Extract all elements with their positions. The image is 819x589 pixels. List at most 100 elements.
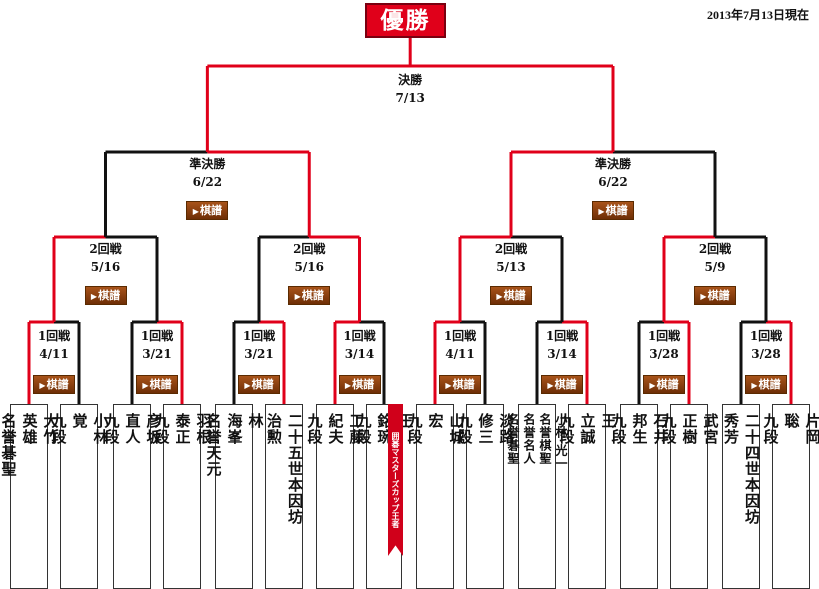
player-text: 工藤	[347, 413, 366, 445]
round1-match-4-kifu-button[interactable]: ▶棋譜	[338, 375, 381, 394]
player-box: 小林 光一名誉棋聖名誉名人名誉碁聖	[506, 404, 568, 589]
player-box: 二十四世本因坊秀芳	[722, 404, 761, 589]
play-icon: ▶	[344, 381, 352, 390]
semifinal-2-name: 準決勝	[594, 157, 631, 171]
player-text: 片岡	[803, 413, 819, 445]
player-text: 覚	[70, 413, 89, 429]
round1-match-1-date: 4/11	[39, 347, 69, 361]
player-text: 立誠	[578, 413, 597, 445]
player-text: 名誉名人	[522, 413, 536, 465]
round1-match-6-name: 1回戦	[545, 329, 579, 343]
round1-match-1-kifu-button[interactable]: ▶棋譜	[33, 375, 75, 394]
play-icon: ▶	[90, 292, 98, 301]
round1-match-5-kifu-button[interactable]: ▶棋譜	[439, 375, 481, 394]
round2-match-3-kifu-button[interactable]: ▶棋譜	[490, 286, 532, 305]
play-icon: ▶	[700, 292, 707, 301]
player-box: 二十五世本因坊治勲	[265, 404, 304, 589]
play-icon: ▶	[142, 381, 149, 390]
player-text: 名誉碁聖	[506, 413, 520, 465]
player-text: 治勲	[265, 413, 283, 445]
round2-match-2-kifu-button[interactable]: ▶棋譜	[288, 286, 331, 305]
round1-match-2-kifu-button[interactable]: ▶棋譜	[136, 375, 178, 394]
player-text: 九段	[659, 413, 678, 445]
player-text: 名誉天元	[204, 413, 223, 477]
player-text: 九段	[354, 413, 373, 445]
player-text: 紀夫	[326, 413, 345, 445]
player-text: 名誉碁聖	[0, 413, 18, 477]
round1-match-4-name: 1回戦	[343, 329, 376, 343]
round2-match-4-name: 2回戦	[698, 242, 732, 256]
player-text: 海峯	[225, 413, 244, 445]
player-box: 工藤紀夫九段	[306, 404, 366, 589]
player-text: 石井	[651, 413, 670, 445]
round1-match-3-date: 3/21	[244, 347, 274, 361]
round2-match-4-kifu-button[interactable]: ▶棋譜	[694, 286, 736, 305]
player-text: 九段	[305, 413, 324, 445]
player-text: 武宮	[701, 413, 720, 445]
player-text: 修三	[476, 413, 495, 445]
play-icon: ▶	[244, 381, 251, 390]
kifu-label: 棋譜	[149, 378, 172, 391]
kifu-label: 棋譜	[251, 378, 274, 391]
semifinal-2-date: 6/22	[598, 175, 628, 189]
date-stamp: 2013年7月13日現在	[706, 8, 809, 22]
kifu-label: 棋譜	[199, 204, 222, 217]
round1-match-7-kifu-button[interactable]: ▶棋譜	[643, 375, 685, 394]
kifu-label: 棋譜	[758, 378, 781, 391]
kifu-label: 棋譜	[503, 289, 526, 302]
final-name: 決勝	[398, 73, 423, 87]
player-box: 羽根泰正九段	[153, 404, 213, 589]
round1-match-4-date: 3/14	[344, 347, 375, 361]
player-text: 二十五世本因坊	[286, 413, 304, 525]
round1-match-3-kifu-button[interactable]: ▶棋譜	[238, 375, 280, 394]
player-text: 羽根	[194, 413, 213, 445]
semifinal-1-name: 準決勝	[189, 157, 226, 171]
round1-match-7-date: 3/28	[649, 347, 679, 361]
round2-match-4-date: 5/9	[704, 260, 726, 274]
player-text: 聡	[782, 413, 801, 429]
round1-match-8-kifu-button[interactable]: ▶棋譜	[745, 375, 787, 394]
round1-match-5-date: 4/11	[445, 347, 475, 361]
semifinal-2-kifu-button[interactable]: ▶棋譜	[592, 201, 634, 220]
kifu-label: 棋譜	[452, 378, 475, 391]
round1-match-4-label: 1回戦 3/14	[336, 327, 384, 363]
player-text: 九段	[609, 413, 628, 445]
round1-match-2-date: 3/21	[142, 347, 172, 361]
semifinal-1-label: 準決勝 6/22	[177, 155, 237, 191]
player-text: 大竹	[41, 413, 60, 445]
round1-match-6-kifu-button[interactable]: ▶棋譜	[541, 375, 583, 394]
play-icon: ▶	[496, 292, 503, 301]
round1-match-2-label: 1回戦 3/21	[133, 327, 181, 363]
player-text: 泰正	[173, 413, 192, 445]
round2-match-1-kifu-button[interactable]: ▶棋譜	[84, 286, 127, 305]
kifu-label: 棋譜	[98, 289, 121, 302]
player-box: 武宮正樹九段	[660, 404, 720, 589]
round1-match-2-name: 1回戦	[140, 329, 174, 343]
play-icon: ▶	[751, 381, 758, 390]
player-text: 小林	[91, 413, 110, 445]
player-text: 九段	[455, 413, 474, 445]
player-text: 二十四世本因坊	[743, 413, 761, 525]
player-text: 九段	[557, 413, 576, 445]
round1-match-7-name: 1回戦	[647, 329, 681, 343]
round1-match-8-date: 3/28	[751, 347, 781, 361]
player-text: 直人	[123, 413, 142, 445]
kifu-label: 棋譜	[301, 289, 324, 302]
kifu-label: 棋譜	[554, 378, 577, 391]
player-box: 小林覚九段	[50, 404, 110, 589]
player-text: 邦生	[630, 413, 649, 445]
semifinal-1-date: 6/22	[192, 175, 223, 189]
semifinal-1-kifu-button[interactable]: ▶棋譜	[186, 201, 229, 220]
play-icon: ▶	[294, 292, 301, 301]
player-text: 九段	[49, 413, 68, 445]
player-text: 林	[246, 413, 265, 429]
round2-match-1-date: 5/16	[90, 260, 121, 274]
player-box: 彦坂直人九段	[103, 404, 163, 589]
